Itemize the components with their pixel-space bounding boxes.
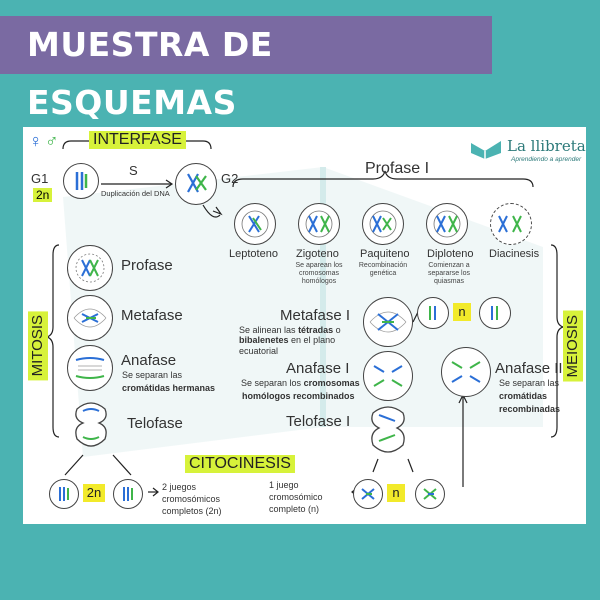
telofase1-label: Telofase I — [286, 413, 351, 430]
mitosis-label: MITOSIS — [28, 311, 48, 381]
paquiteno-note: Recombinación genética — [358, 262, 408, 278]
mitosis-result-text-3: completos (2n) — [162, 506, 222, 516]
metafase1-note-bold-2: bibalenetes — [239, 335, 289, 346]
interfase-title: INTERFASE — [89, 131, 186, 149]
mitosis-result-cell-1 — [49, 479, 79, 509]
g2-chromosomes — [187, 173, 207, 193]
meiosis-result-text-3: completo (n) — [269, 504, 320, 514]
meiosis-metafase1-cell — [363, 297, 413, 347]
g1-cell — [63, 163, 99, 199]
mitosis-metafase-label: Metafase — [121, 307, 183, 324]
mitosis-ploidy-badge: 2n — [83, 484, 105, 502]
mitosis-result-text-2: cromosómicos — [162, 494, 221, 504]
metafase1-note-2: o — [335, 325, 341, 335]
leptoteno-label: Leptoteno — [229, 248, 278, 260]
s-phase-label: S — [129, 163, 138, 178]
banner-title: MUESTRA DE ESQUEMAS — [0, 16, 492, 122]
female-icon: ♀ — [29, 131, 43, 151]
anafase1-note-1: Se separan los — [241, 378, 302, 388]
diploteno-label: Diploteno — [427, 248, 474, 260]
paquiteno-label: Paquiteno — [360, 248, 410, 260]
meiosis-anafase2-cell — [441, 347, 491, 397]
anafase2-label: Anafase II — [495, 360, 563, 377]
profase1-title: Profase I — [365, 160, 430, 177]
zigoteno-note: Se aparean los cromosomas homólogos — [295, 262, 343, 286]
meiosis-result-cell-2 — [415, 479, 445, 509]
mitosis-anafase-label: Anafase — [121, 352, 177, 369]
meiosis-result-cell-1 — [353, 479, 383, 509]
mitosis-profase-cell — [67, 245, 113, 291]
meiosis-n-badge-top: n — [453, 303, 471, 321]
mitosis-telofase-cell — [69, 399, 113, 451]
meiosis-daughter-cell-2 — [479, 297, 511, 329]
male-icon: ♂ — [45, 131, 59, 151]
book-icon — [469, 137, 503, 159]
metafase1-label: Metafase I — [280, 307, 351, 324]
mitosis-anafase-note-bold: cromátidas hermanas — [122, 383, 216, 393]
metafase1-note-3: en el plano ecuatorial — [239, 335, 336, 356]
g1-ploidy-badge: 2n — [33, 188, 53, 202]
s-phase-note: Duplicación del DNA — [101, 189, 170, 198]
anafase2-note-bold-1: cromátidas — [499, 391, 548, 401]
anafase1-label: Anafase I — [286, 360, 350, 377]
zigoteno-cell — [298, 203, 340, 245]
g1-chromosomes — [75, 172, 88, 190]
mitosis-anafase-cell — [67, 345, 113, 391]
paquiteno-cell — [362, 203, 404, 245]
meiosis-anafase1-cell — [363, 351, 413, 401]
anafase1-note-line1: Se separan los cromosomas — [241, 378, 360, 388]
mitosis-result-cell-2 — [113, 479, 143, 509]
anafase1-note-bold-2: homólogos recombinados — [242, 391, 355, 401]
diploteno-note: Comienzan a separarse los quiasmas — [427, 262, 471, 286]
mitosis-metafase-cell — [67, 295, 113, 341]
brand-tagline: Aprendiendo a aprender — [511, 156, 582, 163]
leptoteno-cell — [234, 203, 276, 245]
meiosis-result-text-1: 1 juego — [269, 480, 299, 490]
zigoteno-label: Zigoteno — [296, 248, 339, 260]
anafase2-note-1: Se separan las — [499, 378, 560, 388]
meiosis-result-text-2: cromosómico — [269, 492, 323, 502]
metafase1-note-bold-1: tétradas — [298, 325, 334, 335]
citocinesis-title: CITOCINESIS — [185, 455, 295, 473]
mitosis-telofase-label: Telofase — [127, 415, 183, 432]
diacinesis-label: Diacinesis — [489, 248, 540, 260]
diacinesis-cell — [490, 203, 532, 245]
diagram-card: ♀ ♂ INTERFASE G1 2n S Duplicación del DN… — [23, 127, 586, 524]
g1-label: G1 — [31, 171, 49, 186]
mitosis-profase-label: Profase — [121, 257, 173, 274]
mitosis-anafase-note: Se separan las — [122, 370, 182, 380]
anafase1-note-bold-1: cromosomas — [303, 378, 360, 388]
metafase1-note: Se alinean las tétradas o bibalenetes en… — [239, 325, 371, 356]
mitosis-anafase-note-1: Se separan las — [122, 370, 183, 380]
brand-name: La llibreta — [507, 137, 586, 155]
meiosis-daughter-cell-1 — [417, 297, 449, 329]
anafase2-note-bold-2: recombinadas — [499, 404, 561, 414]
g2-label: G2 — [221, 171, 239, 186]
mitosis-result-text-1: 2 juegos — [162, 482, 197, 492]
meiosis-telofase1-cell — [365, 403, 411, 457]
diploteno-cell — [426, 203, 468, 245]
metafase1-note-1: Se alinean las — [239, 325, 296, 335]
meiosis-ploidy-badge: n — [387, 484, 405, 502]
meiosis-label: MEIOSIS — [563, 311, 583, 382]
g2-cell — [175, 163, 217, 205]
